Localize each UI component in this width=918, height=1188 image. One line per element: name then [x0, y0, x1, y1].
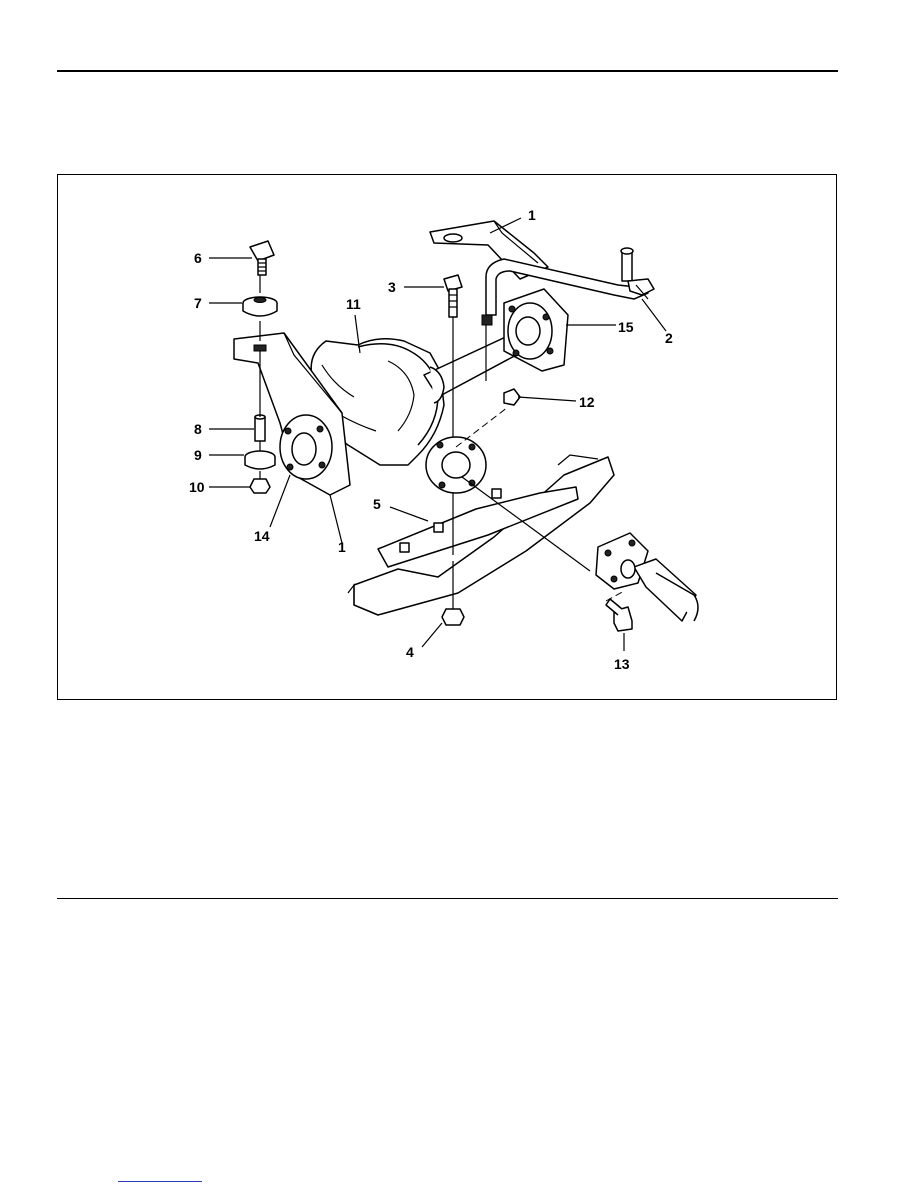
- nut-10: [249, 478, 271, 494]
- propeller-shaft: [595, 532, 699, 622]
- callout-12: 12: [579, 394, 595, 410]
- alignment-lines: [259, 275, 625, 651]
- nut-12: [503, 388, 521, 406]
- rubber-cushion-7: [242, 296, 278, 317]
- header-rule: [57, 70, 838, 72]
- mount-bolt-6: [249, 240, 275, 276]
- callout-3: 3: [388, 279, 396, 295]
- callout-8: 8: [194, 421, 202, 437]
- bolt-13: [605, 598, 633, 632]
- cross-member: [347, 454, 615, 616]
- callout-7: 7: [194, 295, 202, 311]
- callout-2: 2: [665, 330, 673, 346]
- callout-5: 5: [373, 496, 381, 512]
- nut-4: [441, 608, 465, 626]
- callout-14: 14: [254, 528, 270, 544]
- callout-15: 15: [618, 319, 634, 335]
- callout-1-bottom: 1: [338, 539, 346, 555]
- exploded-diagram-frame: 6 7 8 9 10 14 1 11 3 5 4 1 2 15 12 13: [57, 174, 837, 700]
- section-divider: [57, 898, 838, 899]
- bolt-3: [443, 274, 463, 318]
- callout-6: 6: [194, 250, 202, 266]
- differential-mount-diagram: 6 7 8 9 10 14 1 11 3 5 4 1 2 15 12 13: [189, 207, 699, 672]
- sleeve-8: [254, 414, 266, 442]
- callout-9: 9: [194, 447, 202, 463]
- footer-link-underline[interactable]: [118, 1181, 202, 1182]
- side-bearing-flange: [503, 288, 569, 372]
- companion-flange: [279, 414, 333, 480]
- callout-10: 10: [189, 479, 205, 495]
- rubber-cushion-9: [244, 450, 276, 470]
- callout-1-top: 1: [528, 207, 536, 223]
- callout-13: 13: [614, 656, 630, 672]
- callout-leaders: [209, 217, 667, 648]
- callout-4: 4: [406, 644, 414, 660]
- callout-11: 11: [346, 296, 361, 312]
- vent-pipe: [481, 247, 655, 326]
